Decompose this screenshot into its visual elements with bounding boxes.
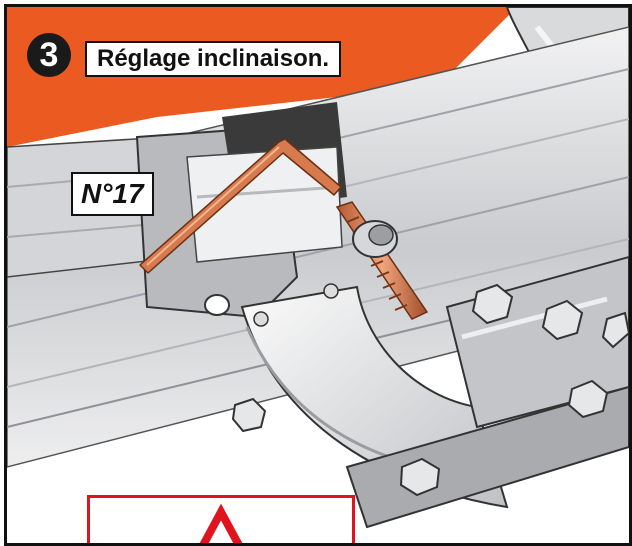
hex-nut-1 bbox=[471, 283, 629, 349]
tool-size-label: N°17 bbox=[71, 172, 154, 216]
warning-triangle-icon bbox=[199, 503, 243, 543]
diagram-frame: 3 Réglage inclinaison. N°17 bbox=[4, 4, 632, 546]
assembly-illustration bbox=[7, 7, 629, 529]
allen-key-icon bbox=[139, 138, 342, 274]
step-number-badge: 3 bbox=[27, 33, 71, 77]
warning-box bbox=[87, 495, 355, 543]
step-title: Réglage inclinaison. bbox=[85, 41, 342, 77]
adjustment-bolt bbox=[335, 201, 429, 320]
